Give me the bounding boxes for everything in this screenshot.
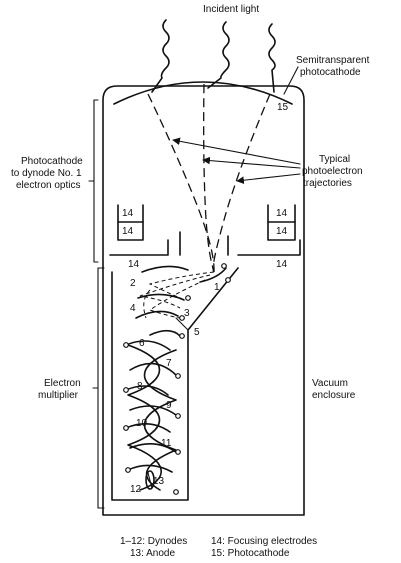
dynode-number-6: 6 [139,338,145,349]
optics-label-3: electron optics [16,180,80,191]
label-14-right-bottom: 14 [276,259,288,270]
tube-envelope [102,85,305,516]
vacuum-label-2: enclosure [312,390,356,401]
legend-dynodes: 1–12: Dynodes [120,536,187,547]
anode-number-13: 13 [153,476,165,487]
photocathode-label-2: photocathode [300,67,361,78]
photocathode-pointer [283,66,299,95]
optics-bracket [88,99,99,263]
incident-light-rays [151,19,276,93]
label-15: 15 [277,102,289,113]
dynode-pins [123,263,231,495]
photoelectron-trajectories [147,83,271,273]
trajectories-label-1: Typical [319,154,350,165]
dynode-number-2: 2 [130,278,136,289]
dynode-number-12: 12 [130,484,142,495]
legend-photocathode: 15: Photocathode [211,548,290,559]
photocathode [113,81,293,105]
label-14-right-top: 14 [276,208,288,219]
trajectories-label-2: photoelectron [302,166,363,177]
multiplier-label-2: multiplier [38,390,79,401]
cascade-weave [127,344,177,491]
photocathode-label-1: Semitransparent [296,55,370,66]
label-14-left-bottom: 14 [128,259,140,270]
label-14-left-mid: 14 [122,226,134,237]
trajectories-label-3: trajectories [303,178,352,189]
dynode-number-11: 11 [161,438,172,449]
multiplier-label-1: Electron [44,378,81,389]
dynode-number-9: 9 [166,400,172,411]
optics-label-2: to dynode No. 1 [11,168,82,179]
label-14-left-top: 14 [122,208,134,219]
incident-light-label: Incident light [203,4,259,15]
dynode-chain-frame [111,267,239,501]
vacuum-label-1: Vacuum [312,378,348,389]
dynode-number-1: 1 [214,282,220,293]
dynodes [125,265,227,473]
trajectory-pointer-arrows [172,137,301,185]
optics-label-1: Photocathode [21,156,83,167]
legend: 1–12: Dynodes 13: Anode 14: Focusing ele… [120,536,317,559]
dynode-chain-frame-inner [175,317,189,331]
dynode-number-3: 3 [184,308,190,319]
focusing-electrodes [109,204,301,256]
dynode-number-10: 10 [136,418,148,429]
legend-focusing: 14: Focusing electrodes [211,536,317,547]
legend-anode: 13: Anode [130,548,175,559]
dynode-number-8: 8 [137,381,143,392]
dynode-number-7: 7 [166,358,172,369]
multiplier-bracket [92,267,105,509]
dynode-number-4: 4 [130,303,136,314]
anode [145,470,155,490]
dynode-number-5: 5 [194,327,200,338]
cascade-paths [139,271,215,319]
label-14-right-mid: 14 [276,226,288,237]
